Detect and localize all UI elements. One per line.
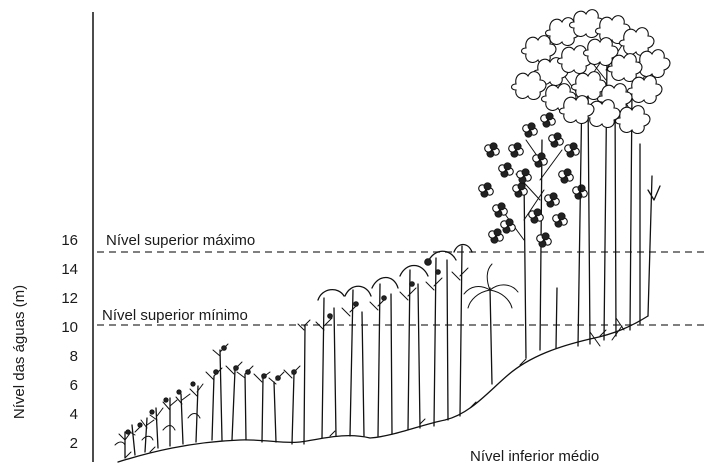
leaf-cluster <box>485 143 500 158</box>
leaf-cluster <box>501 219 516 234</box>
y-axis-ticks: 2 4 6 8 10 12 14 16 <box>61 232 78 452</box>
leaf-cluster <box>565 143 580 158</box>
mid-trees <box>316 245 472 439</box>
min-level-label: Nível superior mínimo <box>102 307 248 324</box>
leaf-cluster <box>559 169 574 184</box>
tick-label: 10 <box>61 319 78 336</box>
leaf-cluster <box>533 153 548 168</box>
leaf-cluster <box>513 183 528 198</box>
medium-shrubs <box>206 320 310 444</box>
leaf-cluster <box>499 163 514 178</box>
leaf-cluster <box>529 209 544 224</box>
tall-trees <box>512 10 671 346</box>
y-axis-title: Nível das águas (m) <box>11 285 28 419</box>
low-shrubs <box>115 382 203 458</box>
leaf-cluster <box>553 213 568 228</box>
tick-label: 8 <box>70 348 78 365</box>
tick-label: 4 <box>70 406 78 423</box>
leaf-cluster <box>523 123 538 138</box>
tick-label: 14 <box>61 261 78 278</box>
palm-plant <box>464 264 518 384</box>
tick-label: 16 <box>61 232 78 249</box>
leaf-cluster <box>537 233 552 248</box>
leaf-cluster <box>549 133 564 148</box>
leaf-cluster <box>489 229 504 244</box>
edge-plant <box>648 176 660 316</box>
low-level-label: Nível inferior médio <box>470 448 599 465</box>
tick-label: 2 <box>70 435 78 452</box>
leaf-cluster <box>517 169 532 184</box>
leaf-cluster <box>479 183 494 198</box>
tick-label: 12 <box>61 290 78 307</box>
max-level-label: Nível superior máximo <box>106 232 255 249</box>
leafy-tree <box>479 113 588 358</box>
tick-label: 6 <box>70 377 78 394</box>
leaf-cluster <box>545 193 560 208</box>
leaf-cluster <box>493 203 508 218</box>
crown-blob <box>572 72 607 100</box>
leaf-cluster <box>509 143 524 158</box>
leaf-cluster <box>541 113 556 128</box>
